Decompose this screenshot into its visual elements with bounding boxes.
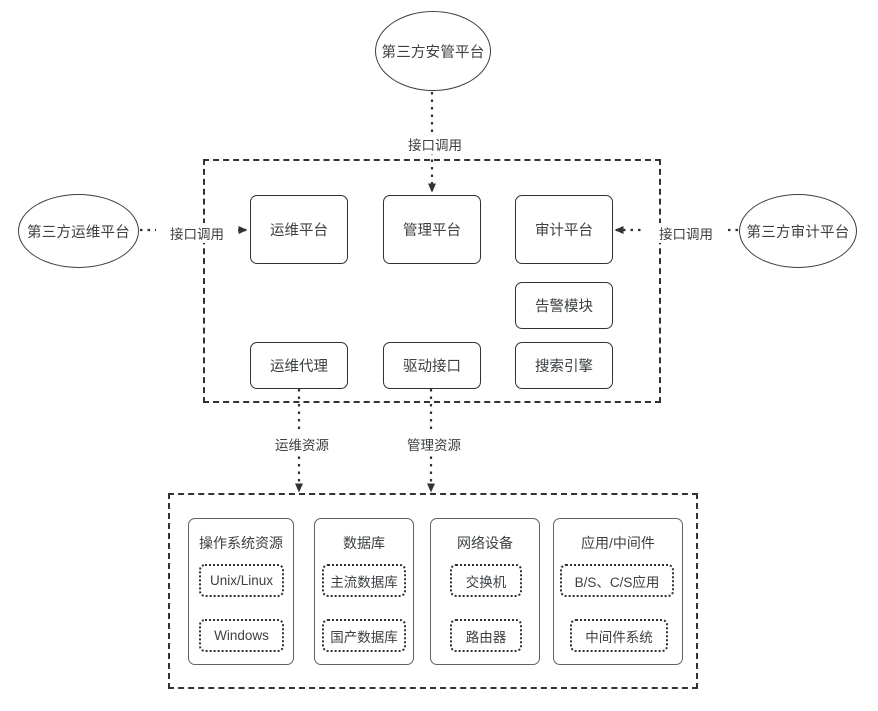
- leaf-domestic-database-label: 国产数据库: [330, 629, 398, 645]
- node-ops-platform[interactable]: 运维平台: [250, 195, 348, 264]
- group-app-middleware-title: 应用/中间件: [581, 535, 655, 551]
- node-search-engine[interactable]: 搜索引擎: [515, 342, 613, 389]
- node-audit-platform-label: 审计平台: [535, 223, 593, 239]
- leaf-middleware-system[interactable]: 中间件系统: [570, 619, 668, 652]
- edge-label-audit-actor-to-audit-platform: 接口调用: [645, 223, 727, 243]
- node-driver-interface-label: 驱动接口: [403, 359, 461, 375]
- node-mgmt-platform[interactable]: 管理平台: [383, 195, 481, 264]
- leaf-router[interactable]: 路由器: [450, 619, 522, 652]
- platform-layer-container: [203, 159, 661, 403]
- node-ops-agent[interactable]: 运维代理: [250, 342, 348, 389]
- node-audit-platform[interactable]: 审计平台: [515, 195, 613, 264]
- edge-label-driver-to-resources: 管理资源: [393, 434, 475, 454]
- leaf-switch[interactable]: 交换机: [450, 564, 522, 597]
- actor-third-party-audit[interactable]: 第三方审计平台: [739, 194, 857, 268]
- leaf-windows[interactable]: Windows: [199, 619, 284, 652]
- node-search-engine-label: 搜索引擎: [535, 359, 593, 375]
- resource-layer-container: [168, 493, 698, 689]
- group-network-device-title: 网络设备: [457, 535, 513, 551]
- group-database-title: 数据库: [343, 535, 385, 551]
- leaf-mainstream-database-label: 主流数据库: [330, 574, 398, 590]
- node-alarm-module[interactable]: 告警模块: [515, 282, 613, 329]
- node-alarm-module-label: 告警模块: [535, 299, 593, 315]
- actor-third-party-audit-label: 第三方审计平台: [746, 224, 850, 241]
- actor-third-party-ops-label: 第三方运维平台: [27, 224, 130, 241]
- leaf-bs-cs-application-label: B/S、C/S应用: [574, 574, 660, 590]
- actor-third-party-security[interactable]: 第三方安管平台: [375, 11, 491, 91]
- leaf-router-label: 路由器: [465, 629, 507, 645]
- leaf-unix-linux-label: Unix/Linux: [209, 573, 274, 588]
- edge-label-ops-actor-to-ops-platform: 接口调用: [156, 223, 238, 243]
- leaf-switch-label: 交换机: [465, 574, 507, 590]
- actor-third-party-ops[interactable]: 第三方运维平台: [18, 194, 139, 268]
- leaf-middleware-system-label: 中间件系统: [585, 629, 653, 645]
- actor-third-party-security-label: 第三方安管平台: [381, 44, 485, 61]
- group-os-resource-title: 操作系统资源: [199, 535, 283, 551]
- leaf-domestic-database[interactable]: 国产数据库: [322, 619, 406, 652]
- leaf-bs-cs-application[interactable]: B/S、C/S应用: [560, 564, 674, 597]
- leaf-windows-label: Windows: [214, 628, 269, 643]
- node-driver-interface[interactable]: 驱动接口: [383, 342, 481, 389]
- edge-label-ops-agent-to-resources: 运维资源: [261, 434, 343, 454]
- node-ops-agent-label: 运维代理: [270, 359, 328, 375]
- node-mgmt-platform-label: 管理平台: [403, 223, 461, 239]
- edge-label-security-to-mgmt: 接口调用: [394, 134, 476, 154]
- node-ops-platform-label: 运维平台: [270, 223, 328, 239]
- leaf-unix-linux[interactable]: Unix/Linux: [199, 564, 284, 597]
- leaf-mainstream-database[interactable]: 主流数据库: [322, 564, 406, 597]
